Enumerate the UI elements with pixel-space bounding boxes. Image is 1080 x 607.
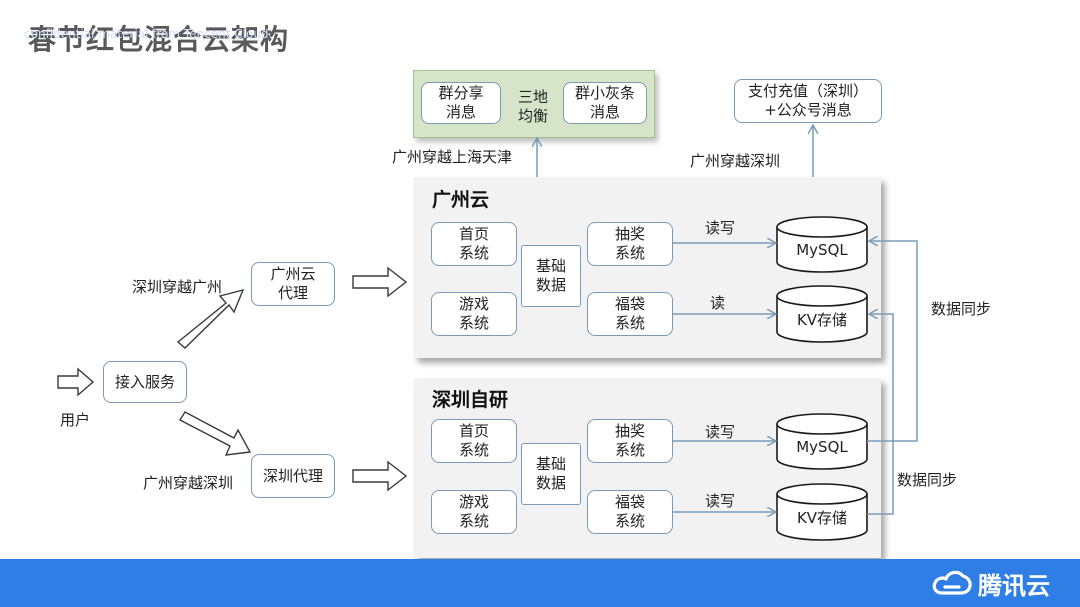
gz-lucky-bag-node: 福袋 系统 [587,292,673,336]
sz-bag-db-label: 读写 [705,492,736,510]
sz-kv-cylinder: KV存储 [776,483,868,541]
group-share-node: 群分享 消息 [421,82,501,124]
mysql-sync-line [867,241,918,442]
sz-proxy-to-cloud-arrow [352,460,408,492]
sz-route-label: 广州穿越深圳 [143,474,234,492]
gz-lottery-db-label: 读写 [705,219,736,237]
sz-lucky-bag-node: 福袋 系统 [587,490,673,534]
three-place-label: 三地 均衡 [517,88,548,125]
gz-to-sz-label: 广州穿越深圳 [690,152,781,170]
gz-to-shtj-label: 广州穿越上海天津 [392,148,513,166]
sz-proxy-node: 深圳代理 [251,454,335,498]
sz-mysql-cylinder: MySQL [776,413,868,470]
sz-game-node: 游戏 系统 [431,490,517,534]
footer-bar [0,559,1080,607]
gz-kv-label: KV存储 [797,311,847,329]
gz-mysql-label: MySQL [796,241,848,259]
kv-sync-line [867,314,894,515]
sz-lottery-node: 抽奖 系统 [587,419,673,463]
group-gray-node: 群小灰条 消息 [563,82,647,124]
sz-kv-label: KV存储 [797,509,847,527]
mysql-sync-label: 数据同步 [931,300,992,318]
kv-sync-label: 数据同步 [897,471,958,489]
sz-cloud-title: 深圳自研 [432,389,509,411]
tencent-cloud-logo: 腾讯云 [978,572,1050,600]
gz-cloud-title: 广州云 [432,189,490,211]
sz-mysql-label: MySQL [796,438,848,456]
footer-text: confidential material from Tencent Cloud [24,27,269,41]
access-to-sz-proxy-arrow [179,411,252,456]
gz-bag-db-label: 读 [710,294,726,312]
gz-route-label: 深圳穿越广州 [132,278,223,296]
page-title: 春节红包混合云架构 [28,23,290,56]
user-entry-arrow [57,367,95,397]
sz-lottery-db-label: 读写 [705,423,736,441]
gz-proxy-node: 广州云 代理 [251,262,335,306]
cloud-icon [930,565,974,599]
gz-game-node: 游戏 系统 [431,292,517,336]
gz-homepage-node: 首页 系统 [431,222,517,266]
access-to-gz-proxy-arrow [176,288,245,349]
gz-proxy-to-cloud-arrow [352,266,408,298]
user-label: 用户 [60,411,91,429]
gz-basic-data-node: 基础 数据 [521,245,581,307]
gz-mysql-cylinder: MySQL [776,216,868,273]
sz-homepage-node: 首页 系统 [431,419,517,463]
payment-node: 支付充值（深圳） +公众号消息 [734,79,882,123]
sz-basic-data-node: 基础 数据 [521,443,581,505]
access-service-node: 接入服务 [103,361,187,403]
gz-kv-cylinder: KV存储 [776,285,868,343]
gz-lottery-node: 抽奖 系统 [587,222,673,266]
